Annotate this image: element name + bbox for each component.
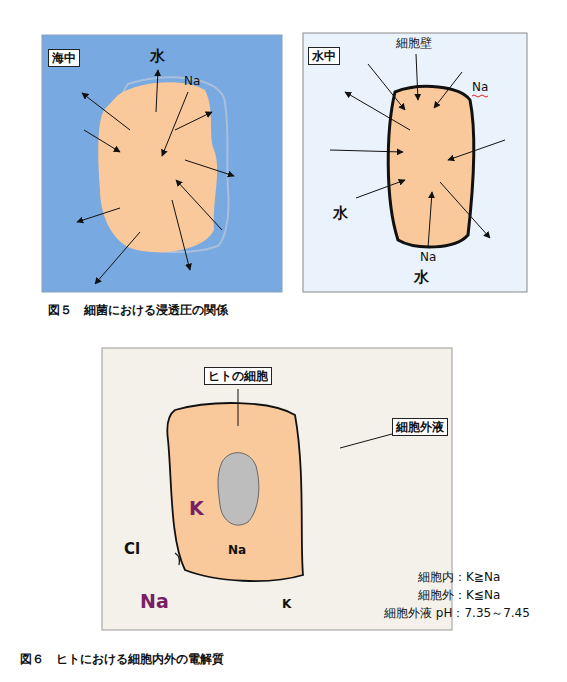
potassium-label: K	[189, 497, 204, 520]
note: 細胞外液 pH：7.35～7.45	[384, 606, 530, 620]
panel-heading: 海中	[48, 49, 80, 67]
sodium-label: Na	[184, 74, 200, 88]
spell-underline	[472, 95, 488, 97]
freshwater-panel: 水中 細胞壁 Na 水 Na 水	[303, 33, 527, 292]
nucleus	[218, 453, 259, 525]
extracellular-panel	[102, 348, 452, 630]
sea-panel	[42, 35, 282, 292]
water-arrows	[77, 70, 234, 284]
bacterial-cell	[388, 86, 474, 247]
sodium-label: Na	[228, 543, 246, 557]
leader-line	[340, 434, 392, 448]
shrunk-cell	[98, 82, 217, 252]
water-label: 水	[150, 47, 165, 65]
note: 細胞外：K≦Na	[418, 588, 500, 602]
sodium-label: Na	[472, 80, 488, 94]
sea-panel: 海中 水 Na	[42, 35, 282, 292]
water-label: 水	[414, 268, 429, 286]
potassium-label: K	[282, 597, 291, 611]
figure-caption: 図５ 細菌における浸透圧の関係	[48, 303, 228, 317]
leader-line	[238, 389, 239, 426]
water-arrows	[330, 54, 505, 248]
water-label: 水	[333, 204, 348, 222]
figure-caption: 図６ ヒトにおける細胞内外の電解質	[20, 652, 224, 666]
extracellular-panel: 細胞外液ClNaKヒトの細胞KNa	[102, 348, 452, 630]
part-name: 細胞壁	[396, 36, 432, 50]
region-heading: 細胞外液	[392, 418, 448, 436]
human-cell	[167, 403, 303, 581]
freshwater-panel	[303, 33, 527, 292]
cell-heading: ヒトの細胞	[204, 367, 272, 385]
panel-heading: 水中	[308, 47, 340, 65]
channel-mark	[175, 553, 180, 565]
chloride-label: Cl	[124, 540, 140, 558]
sodium-label: Na	[420, 250, 436, 264]
sodium-label: Na	[140, 590, 169, 613]
note: 細胞内：K≧Na	[418, 570, 500, 584]
human-cell: ヒトの細胞 K Na	[160, 362, 310, 584]
